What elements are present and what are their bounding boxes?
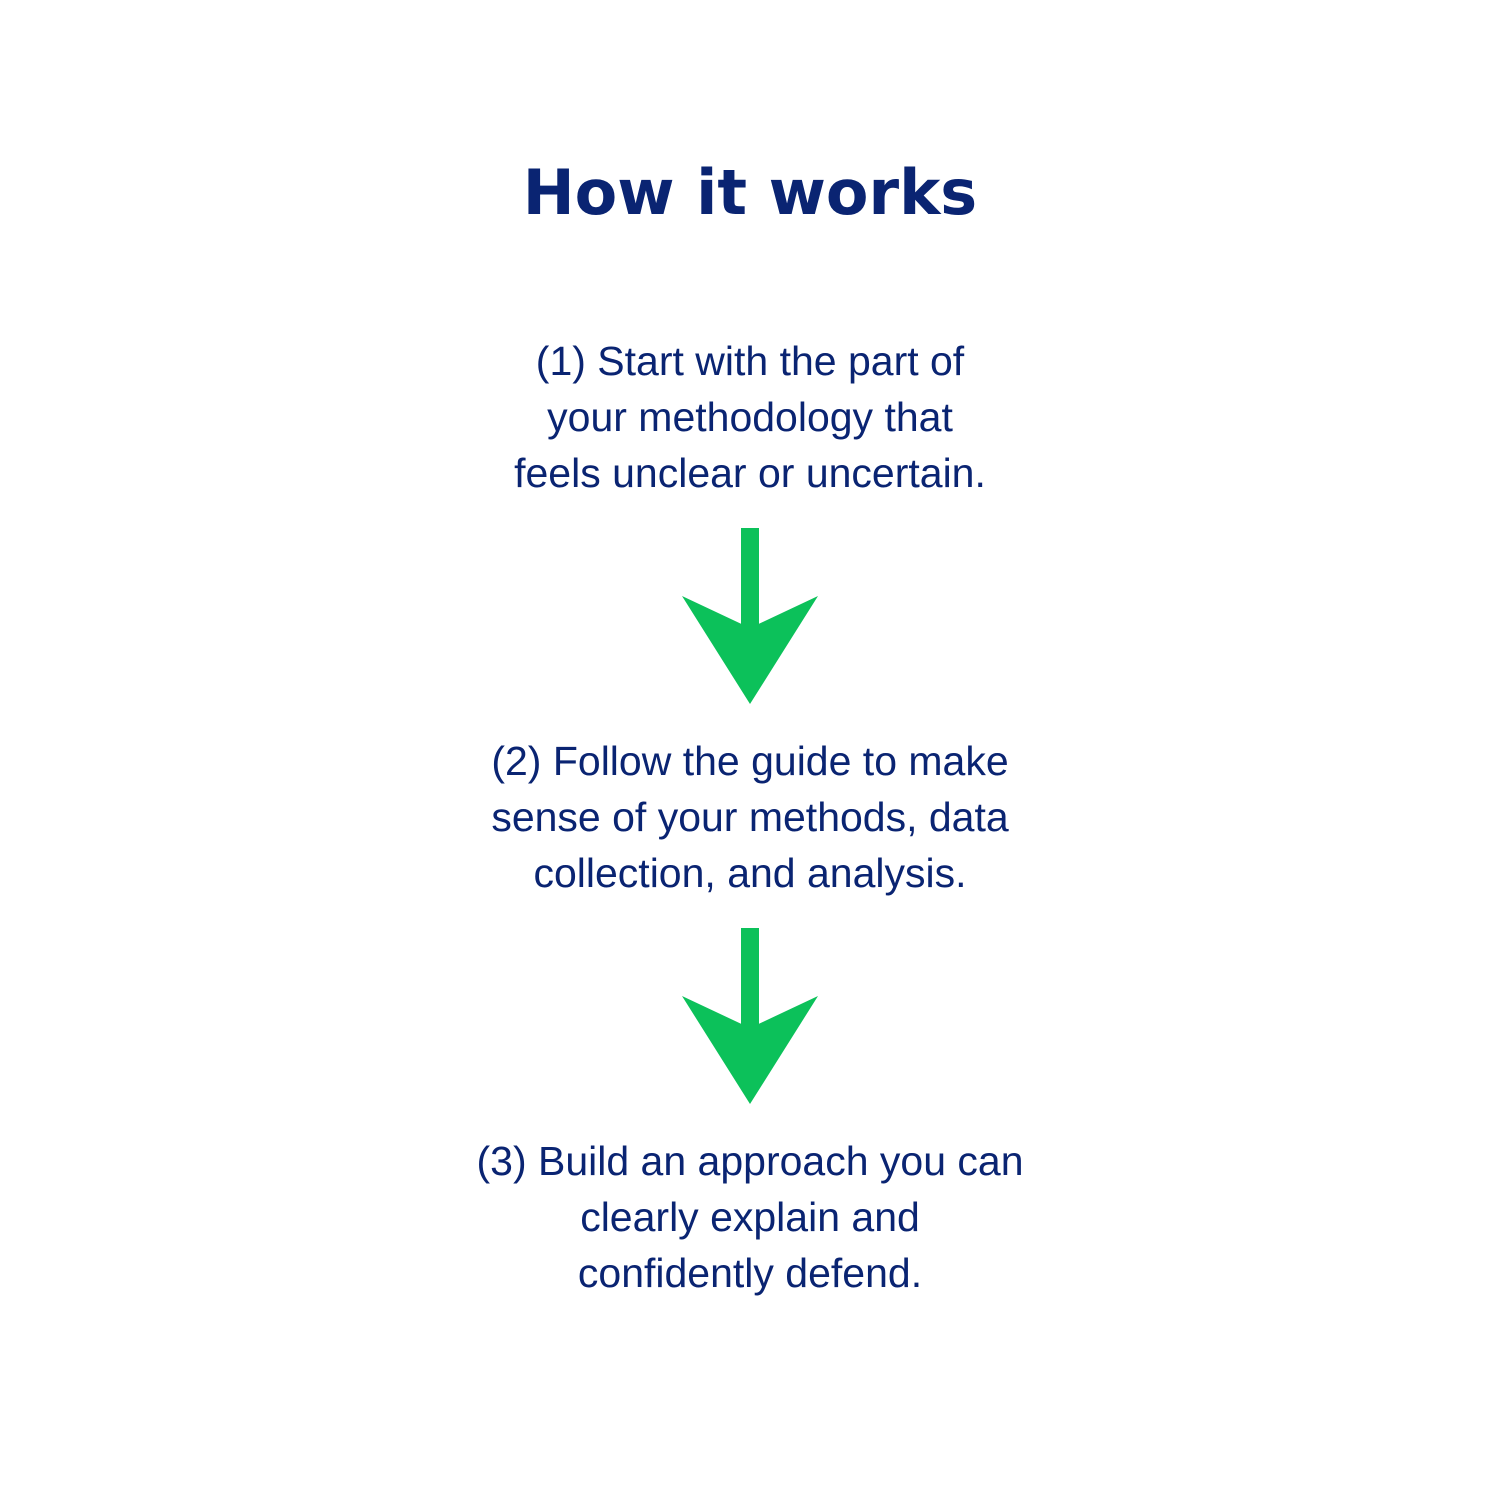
step-1-line-1: (1) Start with the part of: [535, 338, 965, 384]
step-2-line-3: collection, and analysis.: [533, 850, 967, 896]
step-3-line-1: (3) Build an approach you can: [476, 1138, 1024, 1184]
step-2: (2) Follow the guide to make sense of yo…: [0, 733, 1500, 901]
step-1-line-2: your methodology that: [547, 394, 953, 440]
step-1: (1) Start with the part of your methodol…: [0, 333, 1500, 501]
step-3-line-3: confidently defend.: [577, 1250, 923, 1296]
arrow-down-icon: [682, 928, 818, 1104]
step-2-line-2: sense of your methods, data: [491, 794, 1009, 840]
step-3-line-2: clearly explain and: [580, 1194, 920, 1240]
page-title: How it works: [522, 156, 978, 229]
step-3: (3) Build an approach you can clearly ex…: [0, 1133, 1500, 1301]
step-2-line-1: (2) Follow the guide to make: [491, 738, 1009, 784]
step-1-line-3: feels unclear or uncertain.: [514, 450, 986, 496]
arrow-down-icon: [682, 528, 818, 704]
